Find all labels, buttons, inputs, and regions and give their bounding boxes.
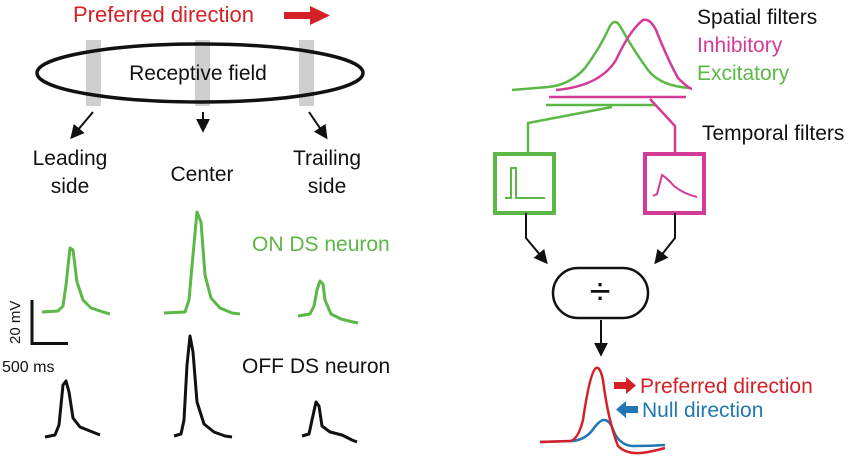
divide-symbol: ÷ bbox=[590, 271, 611, 313]
on-trace-leading bbox=[41, 246, 111, 316]
receptive-field-diagram bbox=[35, 40, 365, 106]
preferred-direction-arrow-icon bbox=[284, 6, 330, 25]
off-trace-trailing bbox=[301, 400, 358, 444]
off-trace-center bbox=[173, 334, 233, 439]
center-bar bbox=[195, 40, 210, 106]
trailing-side-bar bbox=[299, 40, 314, 106]
inhibitory-label: Inhibitory bbox=[697, 34, 783, 57]
inhibitory-temporal-filter bbox=[643, 152, 706, 215]
preferred-direction-title: Preferred direction bbox=[73, 2, 254, 27]
receptive-field-label: Receptive field bbox=[129, 62, 267, 85]
excitatory-connector bbox=[526, 105, 613, 154]
trailing-label-line1: Trailing bbox=[293, 147, 361, 170]
center-label: Center bbox=[170, 163, 233, 186]
trailing-arrow bbox=[308, 111, 328, 140]
scale-bar bbox=[30, 300, 68, 345]
excitatory-spatial-curve bbox=[511, 20, 691, 92]
null-arrow-icon bbox=[616, 401, 638, 418]
spatial-filters bbox=[511, 18, 693, 107]
inhibitory-connector bbox=[649, 98, 677, 154]
inhibitory-to-divide-arrow bbox=[654, 213, 676, 265]
preferred-direction-curve bbox=[539, 366, 666, 455]
scale-voltage-label: 20 mV bbox=[7, 301, 24, 344]
trailing-label-line2: side bbox=[308, 175, 347, 198]
off-ds-traces bbox=[44, 334, 358, 444]
divide-operator-box bbox=[551, 266, 650, 320]
scale-time-label: 500 ms bbox=[2, 359, 54, 376]
preferred-arrow-icon bbox=[614, 377, 636, 394]
excitatory-temporal-filter bbox=[493, 152, 556, 215]
off-trace-leading bbox=[44, 379, 101, 439]
temporal-filters-title: Temporal filters bbox=[702, 122, 844, 145]
leading-label-line2: side bbox=[51, 175, 90, 198]
on-trace-trailing bbox=[297, 279, 359, 325]
on-trace-center bbox=[163, 210, 241, 316]
preferred-direction-label: Preferred direction bbox=[640, 375, 813, 398]
leading-side-bar bbox=[86, 40, 101, 106]
excitatory-to-divide-arrow bbox=[525, 213, 548, 265]
output-responses bbox=[539, 366, 666, 455]
excitatory-label: Excitatory bbox=[697, 62, 790, 85]
on-ds-traces bbox=[41, 210, 359, 325]
inhibitory-spatial-curve bbox=[555, 18, 693, 92]
receptive-field-ellipse bbox=[35, 42, 365, 104]
off-ds-label: OFF DS neuron bbox=[242, 355, 390, 378]
leading-label-line1: Leading bbox=[33, 147, 108, 170]
on-ds-label: ON DS neuron bbox=[252, 233, 390, 256]
null-direction-curve bbox=[539, 418, 666, 448]
leading-arrow bbox=[70, 111, 94, 140]
null-direction-label: Null direction bbox=[642, 399, 763, 422]
spatial-filters-title: Spatial filters bbox=[697, 6, 817, 29]
